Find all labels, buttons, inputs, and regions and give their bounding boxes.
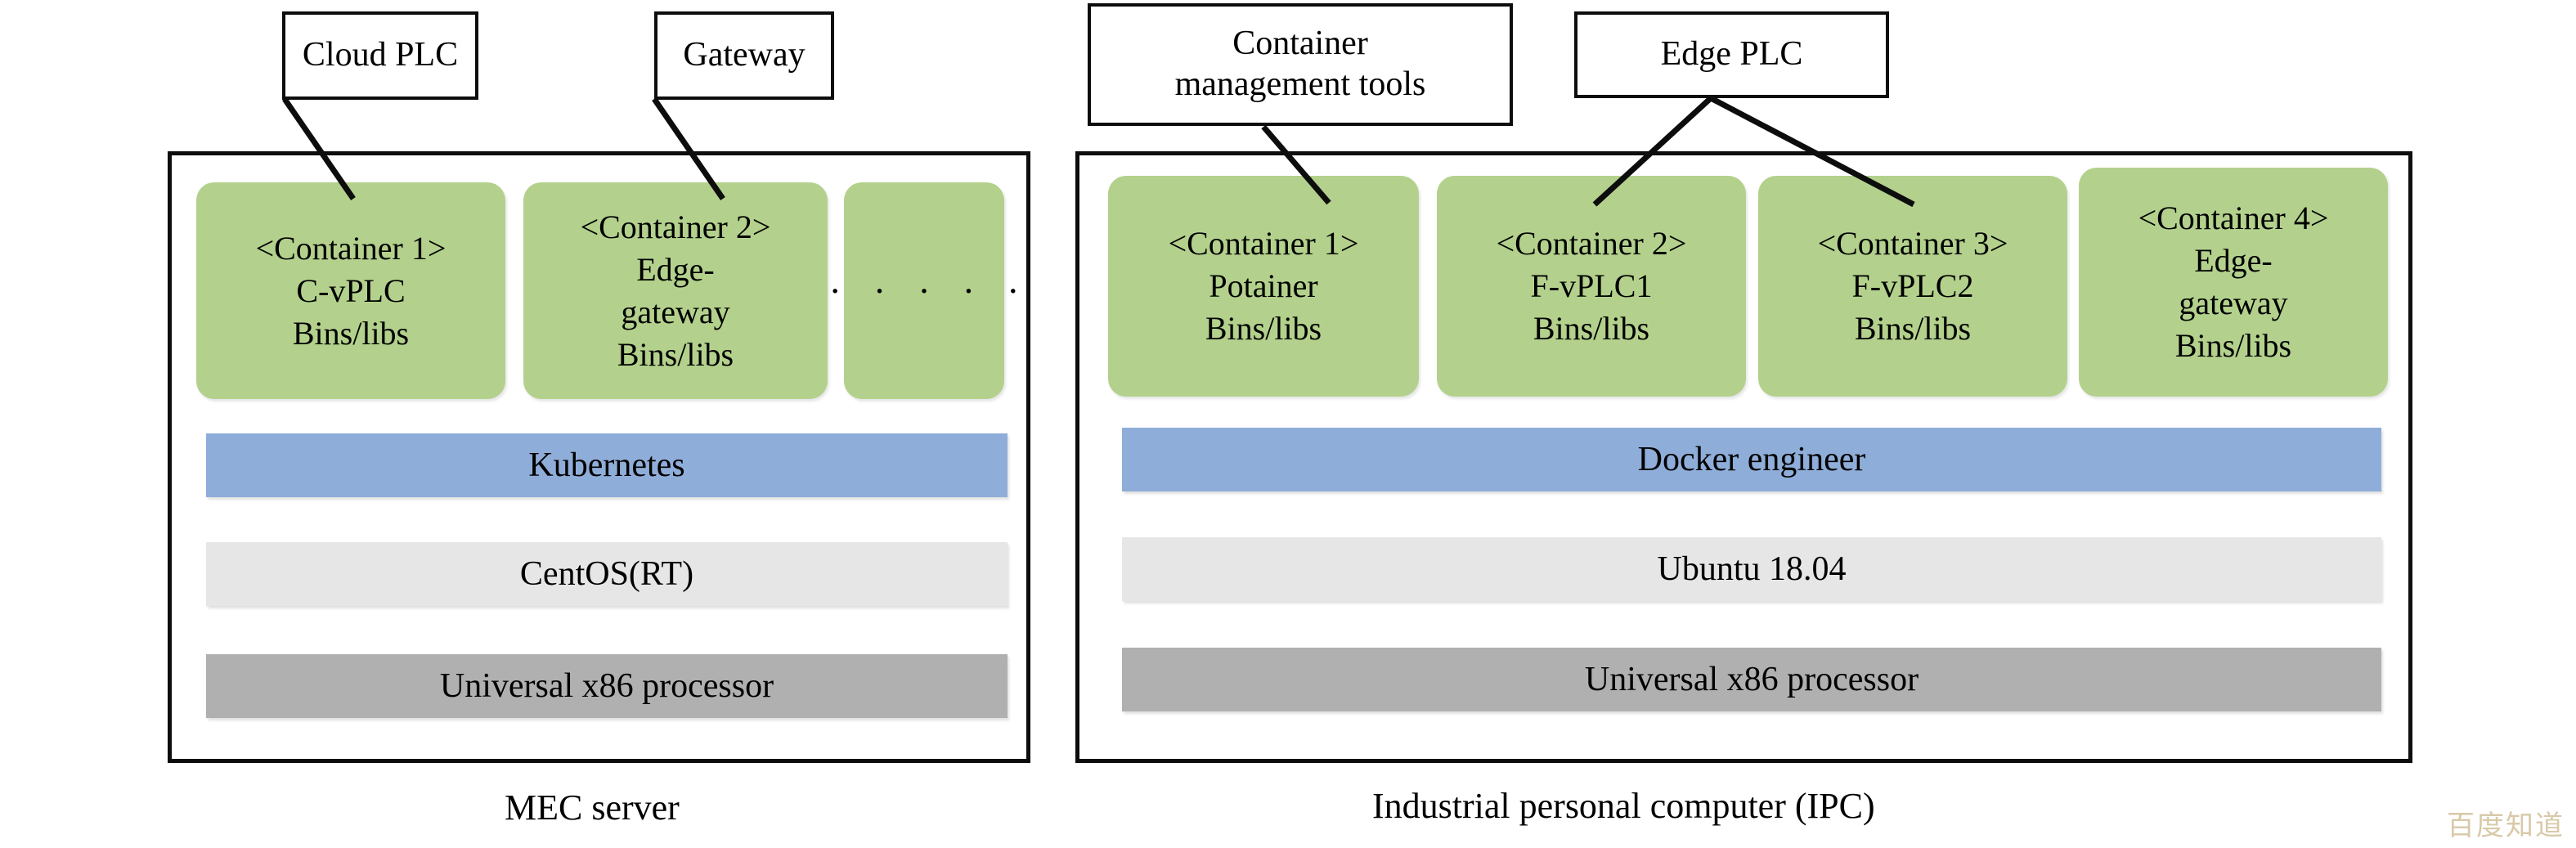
- callout-container-management-tools[interactable]: Container management tools: [1088, 3, 1513, 126]
- right-container-4-header: <Container 4>: [2138, 200, 2329, 236]
- right-layer-os-label: Ubuntu 18.04: [1657, 550, 1847, 588]
- left-layer-cpu: Universal x86 processor: [206, 654, 1008, 718]
- right-layer-os: Ubuntu 18.04: [1122, 537, 2381, 601]
- ellipsis-icon: · · · · ·: [828, 269, 1031, 312]
- left-layer-kubernetes: Kubernetes: [206, 433, 1008, 497]
- right-layer-docker: Docker engineer: [1122, 428, 2381, 491]
- right-container-4[interactable]: <Container 4> Edge- gateway Bins/libs: [2079, 168, 2388, 397]
- right-container-1-header: <Container 1>: [1168, 225, 1359, 262]
- right-container-1-app: Potainer: [1209, 267, 1318, 304]
- right-container-4-app-line1: Edge-: [2194, 242, 2273, 279]
- right-container-2-header: <Container 2>: [1496, 225, 1687, 262]
- right-layer-cpu-label: Universal x86 processor: [1584, 661, 1919, 698]
- left-container-1-app: C-vPLC: [296, 271, 406, 309]
- callout-container-mgmt-line1: Container: [1232, 25, 1368, 63]
- callout-edge-plc[interactable]: Edge PLC: [1574, 11, 1889, 98]
- right-container-3-header: <Container 3>: [1817, 225, 2008, 262]
- callout-edge-plc-label: Edge PLC: [1660, 35, 1803, 74]
- left-container-2-binslibs: Bins/libs: [617, 335, 734, 373]
- left-layer-cpu-label: Universal x86 processor: [439, 667, 774, 705]
- right-container-3-app: F-vPLC2: [1851, 267, 1974, 304]
- left-container-2[interactable]: <Container 2> Edge- gateway Bins/libs: [523, 182, 828, 399]
- watermark-text: 百度知道: [2447, 810, 2565, 842]
- left-container-2-header: <Container 2>: [580, 208, 771, 245]
- right-container-4-binslibs: Bins/libs: [2174, 327, 2292, 364]
- left-layer-os-label: CentOS(RT): [519, 555, 694, 593]
- right-container-2-binslibs: Bins/libs: [1533, 310, 1650, 347]
- left-container-1[interactable]: <Container 1> C-vPLC Bins/libs: [196, 182, 505, 399]
- left-layer-kubernetes-label: Kubernetes: [528, 446, 685, 484]
- left-container-1-binslibs: Bins/libs: [292, 314, 410, 352]
- right-container-3-binslibs: Bins/libs: [1854, 310, 1972, 347]
- mec-server-caption-label: MEC server: [505, 787, 680, 828]
- right-layer-docker-label: Docker engineer: [1637, 441, 1866, 478]
- right-container-2[interactable]: <Container 2> F-vPLC1 Bins/libs: [1437, 176, 1746, 397]
- callout-gateway[interactable]: Gateway: [654, 11, 834, 100]
- callout-gateway-label: Gateway: [683, 36, 806, 74]
- left-container-more: · · · · ·: [829, 182, 1020, 399]
- callout-cloud-plc[interactable]: Cloud PLC: [282, 11, 478, 100]
- right-container-1[interactable]: <Container 1> Potainer Bins/libs: [1108, 176, 1419, 397]
- left-layer-os: CentOS(RT): [206, 542, 1008, 606]
- left-container-1-header: <Container 1>: [255, 229, 447, 267]
- right-container-3[interactable]: <Container 3> F-vPLC2 Bins/libs: [1758, 176, 2067, 397]
- callout-container-mgmt-line2: management tools: [1174, 65, 1426, 103]
- callout-cloud-plc-label: Cloud PLC: [302, 36, 459, 74]
- right-layer-cpu: Universal x86 processor: [1122, 648, 2381, 711]
- watermark: 百度知道: [2447, 803, 2565, 843]
- left-container-2-app-line2: gateway: [621, 293, 730, 330]
- mec-server-caption: MEC server: [505, 787, 680, 828]
- right-container-1-binslibs: Bins/libs: [1205, 310, 1322, 347]
- left-container-2-app-line1: Edge-: [636, 250, 715, 288]
- ipc-caption-label: Industrial personal computer (IPC): [1372, 786, 1875, 826]
- right-container-2-app: F-vPLC1: [1530, 267, 1653, 304]
- right-container-4-app-line2: gateway: [2179, 285, 2288, 321]
- ipc-caption: Industrial personal computer (IPC): [1372, 785, 1875, 827]
